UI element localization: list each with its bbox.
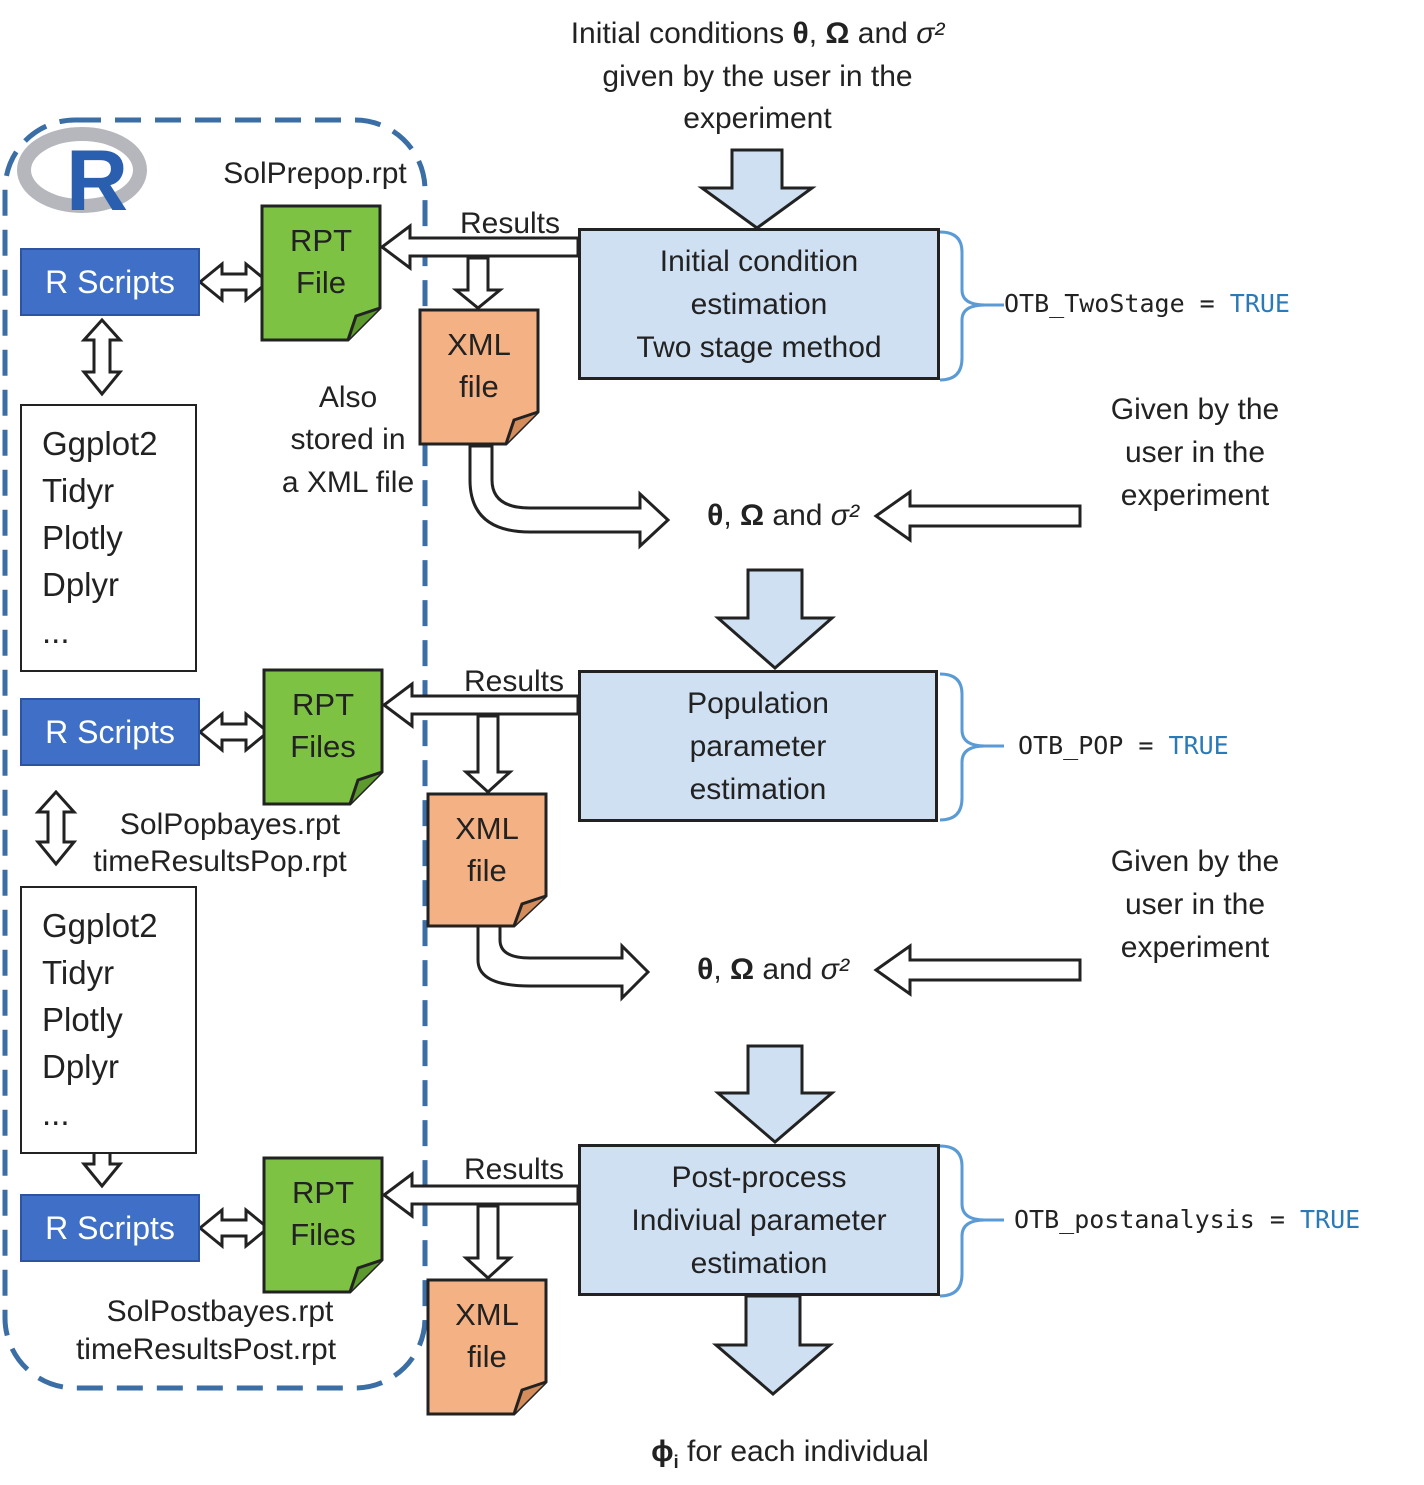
- package-list-2: Ggplot2 Tidyr Plotly Dplyr ...: [20, 886, 197, 1154]
- brace-3: [939, 1144, 986, 1298]
- also-stored-line1: Also: [318, 381, 378, 414]
- xml-down-arrow-2: [462, 714, 514, 795]
- package-item: Tidyr: [42, 472, 115, 509]
- r-scripts-box-3: R Scripts: [20, 1194, 200, 1262]
- r-environment-container: [2, 117, 428, 1391]
- given-arrow-2: [873, 943, 1082, 997]
- results-arrow-3: [381, 1171, 580, 1219]
- r-scripts-box-1: R Scripts: [20, 248, 200, 316]
- params-label-2: θ, Ω and σ²: [697, 953, 849, 986]
- package-item: Plotly: [42, 519, 123, 556]
- given-by-1-line1: Given by the: [1110, 393, 1280, 426]
- top-note-line3: experiment: [683, 102, 832, 135]
- r-logo-ring: [17, 127, 147, 213]
- xml-file-doc-2: [426, 792, 548, 928]
- also-stored-line3: a XML file: [281, 466, 415, 499]
- flag-twostage: OTB_TwoStage = TRUE: [1004, 289, 1290, 318]
- results-label-3: Results: [463, 1153, 565, 1186]
- double-arrow-v-1: [80, 317, 124, 397]
- package-item: Tidyr: [42, 954, 115, 991]
- top-note-line1: Initial conditions θ, Ω and σ²: [570, 17, 945, 50]
- r-logo: R: [66, 133, 129, 229]
- given-by-2-line3: experiment: [1120, 931, 1270, 964]
- params-label-1: θ, Ω and σ²: [707, 499, 859, 532]
- double-arrow-h-3: [197, 1206, 271, 1250]
- given-by-2-line1: Given by the: [1110, 845, 1280, 878]
- given-arrow-1: [873, 489, 1082, 543]
- package-item: ...: [42, 1095, 70, 1132]
- flag-postanalysis: OTB_postanalysis = TRUE: [1014, 1205, 1361, 1234]
- also-stored-line2: stored in: [290, 423, 406, 456]
- down-arrow-bottom: [711, 1294, 835, 1396]
- down-arrow-3: [713, 1044, 837, 1144]
- package-item: Dplyr: [42, 1048, 120, 1085]
- brace-1: [939, 230, 986, 382]
- xml-to-params-arrow-2: [476, 924, 651, 1002]
- double-arrow-v-2: [34, 789, 78, 867]
- flag-pop: OTB_POP = TRUE: [1018, 731, 1229, 760]
- package-item: Plotly: [42, 1001, 123, 1038]
- bottom-output-label: ϕi for each individual: [651, 1435, 929, 1472]
- results-label-2: Results: [463, 665, 565, 698]
- down-arrow-2: [714, 568, 836, 670]
- xml-file-doc-1: [418, 308, 540, 446]
- package-item: Ggplot2: [42, 425, 158, 462]
- rpt-file-doc-3: [262, 1156, 384, 1294]
- brace-2: [939, 672, 986, 822]
- top-note-line2: given by the user in the: [602, 60, 913, 93]
- package-item: ...: [42, 613, 70, 650]
- xml-to-params-arrow-1: [468, 444, 671, 550]
- post-files-line1: SolPostbayes.rpt: [106, 1295, 334, 1328]
- double-arrow-h-2: [197, 710, 271, 754]
- solprepop-label: SolPrepop.rpt: [223, 157, 407, 190]
- results-arrow-1: [379, 223, 580, 271]
- package-item: Ggplot2: [42, 907, 158, 944]
- xml-down-arrow-3: [462, 1204, 514, 1281]
- pop-files-line1: SolPopbayes.rpt: [119, 808, 341, 841]
- given-by-1-line3: experiment: [1120, 479, 1270, 512]
- post-files-line2: timeResultsPost.rpt: [75, 1333, 337, 1366]
- results-arrow-2: [381, 681, 580, 729]
- rpt-file-doc-2: [262, 668, 384, 806]
- rpt-file-doc-1: [260, 204, 382, 342]
- r-scripts-box-2: R Scripts: [20, 698, 200, 766]
- down-arrow-top: [697, 148, 817, 230]
- xml-down-arrow-1: [451, 256, 505, 310]
- double-arrow-h-1: [197, 260, 271, 304]
- given-by-1-line2: user in the: [1124, 436, 1266, 469]
- given-by-2-line2: user in the: [1124, 888, 1266, 921]
- results-label-1: Results: [459, 207, 561, 240]
- pop-files-line2: timeResultsPop.rpt: [93, 845, 347, 878]
- package-list-1: Ggplot2 Tidyr Plotly Dplyr ...: [20, 404, 197, 672]
- xml-file-doc-3: [426, 1278, 548, 1416]
- package-item: Dplyr: [42, 566, 120, 603]
